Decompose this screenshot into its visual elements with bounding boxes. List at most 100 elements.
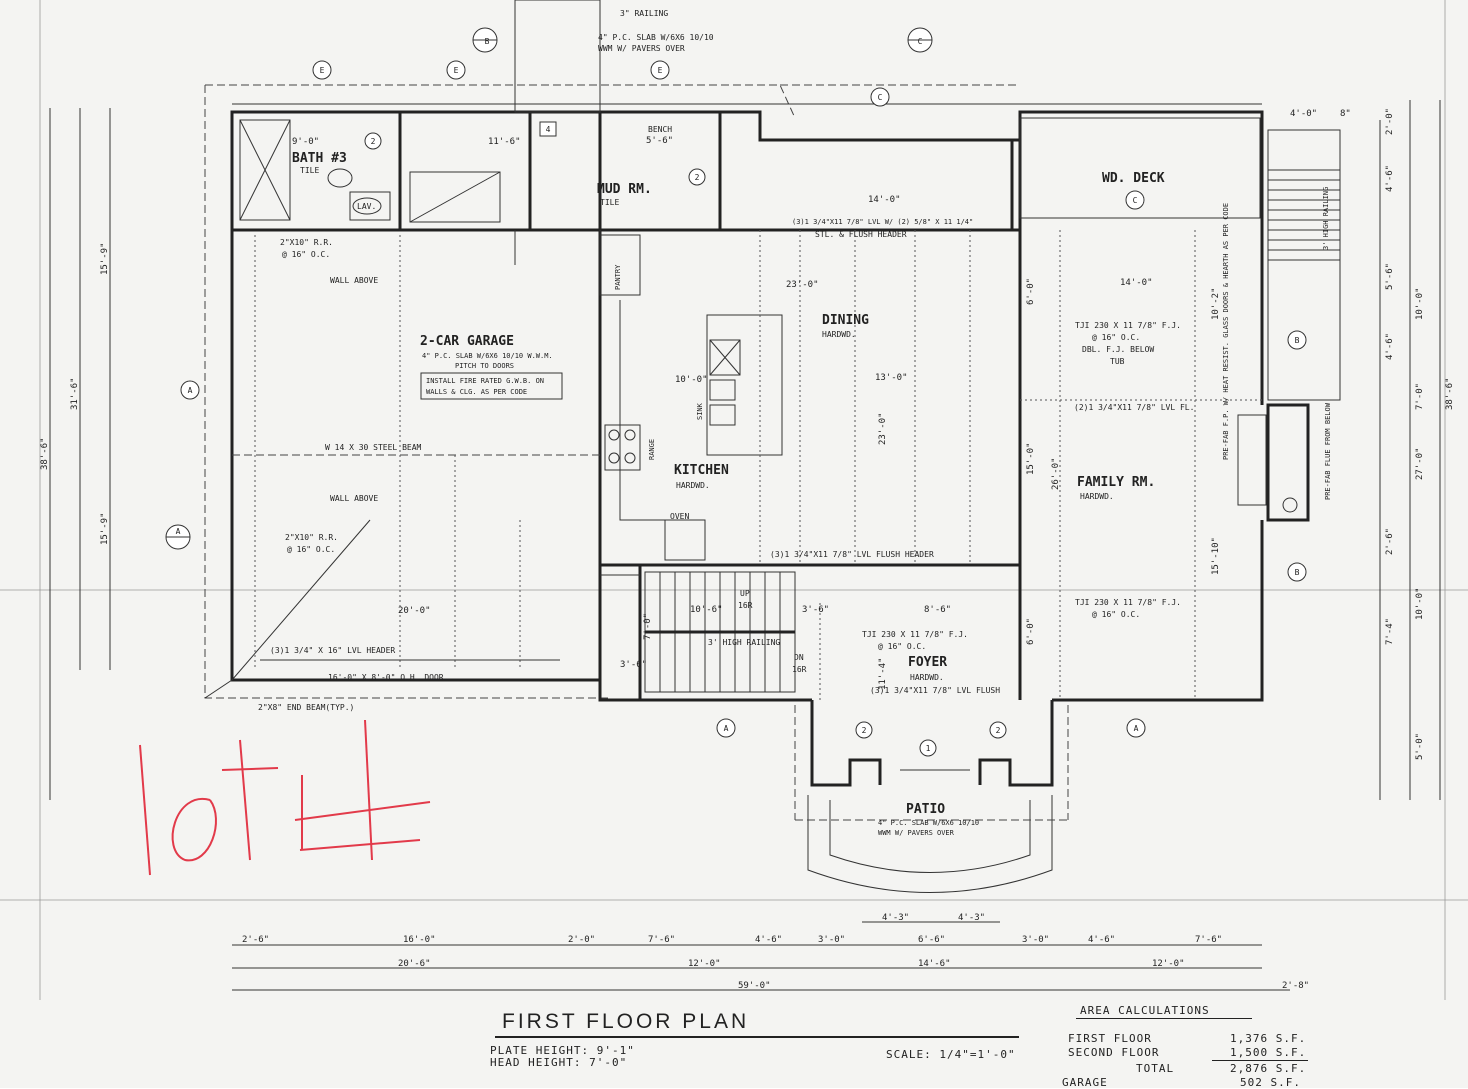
dim-right-8: 7'-4": [1385, 618, 1395, 645]
patio-note-2: WWM W/ PAVERS OVER: [878, 829, 955, 837]
dim-int-4: 23'-0": [878, 412, 888, 445]
area-row-value-3: 502 S.F.: [1240, 1076, 1301, 1089]
patio-note-1: 4" P.C. SLAB W/6X6 10/10: [878, 819, 979, 827]
dim-int-11: 8'-6": [924, 605, 951, 615]
rr-label-2b: @ 16" O.C.: [287, 545, 335, 554]
dim-right-9: 5'-0": [1415, 733, 1425, 760]
garage-fire-note-2: WALLS & CLG. AS PER CODE: [426, 388, 527, 396]
dim-int-2: 10'-0": [675, 375, 708, 385]
rear-slab-note-1: 4" P.C. SLAB W/6X6 10/10: [598, 33, 714, 42]
dim-top-2: 5'-6": [646, 136, 673, 146]
room-patio: PATIO: [906, 802, 945, 817]
stair-up-risers: 16R: [738, 601, 753, 610]
room-bath: BATH #3: [292, 151, 347, 166]
kitchen-fixtures: [604, 300, 783, 561]
area-total-rule: [1212, 1060, 1308, 1061]
area-row-value-1: 1,500 S.F.: [1230, 1046, 1307, 1059]
garage-fire-note-1: INSTALL FIRE RATED G.W.B. ON: [426, 377, 544, 385]
dim-right-0: 2'-0": [1385, 108, 1395, 135]
tji-family-1: TJI 230 X 11 7/8" F.J.: [1075, 321, 1181, 330]
dim-b1-0: 2'-6": [242, 935, 269, 945]
detail-b-2: B: [1295, 568, 1300, 577]
area-row-value-0: 1,376 S.F.: [1230, 1032, 1307, 1045]
family-floor: HARDWD.: [1080, 492, 1114, 501]
dim-right: 2'-8": [1282, 981, 1309, 991]
dim-int-0: 23'-0": [786, 280, 819, 290]
dim-int-9: 10'-6": [690, 605, 723, 615]
dim-int-14: 7'-0": [643, 613, 653, 640]
detail-ab-label: A: [176, 527, 181, 536]
plan-scale: SCALE: 1/4"=1'-0": [886, 1048, 1016, 1061]
dim-right-outer: 38'-6": [1445, 377, 1455, 410]
area-heading-underline: [1076, 1018, 1252, 1019]
dim-top-5: 4'-0": [1290, 109, 1317, 119]
tji-family-2b: @ 16" O.C.: [1092, 610, 1140, 619]
dim-left-mid: 31'-6": [70, 377, 80, 410]
deck-stair: [1267, 129, 1341, 401]
dim-int-13: 6'-0": [1026, 618, 1036, 645]
dim-patio-0: 4'-3": [882, 913, 909, 923]
fireplace-note: PRE-FAB F.P. W/ HEAT RESIST. GLASS DOORS…: [1222, 203, 1230, 460]
stair-dn-risers: 16R: [792, 665, 807, 674]
plan-title-underline: [495, 1036, 1019, 1038]
sheet-grid: [0, 0, 1468, 1000]
labels: B C E E E C C A A A B B A 2 2 2 2 1 4 BA…: [176, 9, 1332, 837]
dimension-lines: [49, 100, 1441, 991]
kitchen-floor: HARDWD.: [676, 481, 710, 490]
dim-int-8: 10'-2": [1211, 287, 1221, 320]
lvl-flush-foyer: (3)1 3/4"X11 7/8" LVL FLUSH: [870, 686, 1000, 695]
garage-structure: [204, 235, 600, 699]
rear-walkway: [514, 0, 601, 265]
flue-note: PRE-FAB FLUE FROM BELOW: [1324, 402, 1332, 500]
section-cb-label: C: [918, 37, 923, 46]
dim-b2-0: 20'-6": [398, 959, 431, 969]
area-row-label-1: SECOND FLOOR: [1068, 1046, 1160, 1059]
dim-left-a: 15'-9": [100, 242, 110, 275]
tji-family-tub: TUB: [1110, 357, 1125, 366]
dim-left-b: 15'-9": [100, 512, 110, 545]
flush-header-label: STL. & FLUSH HEADER: [815, 230, 907, 239]
mud-tile: TILE: [600, 198, 619, 207]
dim-top-6: 8": [1340, 109, 1351, 119]
garage-header-label: (3)1 3/4" X 16" LVL HEADER: [270, 646, 395, 655]
exterior-walls: [230, 110, 1310, 702]
lvl-flush-header: (3)1 3/4"X11 7/8" LVL FLUSH HEADER: [770, 550, 934, 559]
dim-int-12: 6'-0": [1026, 278, 1036, 305]
detail-b-1: B: [1295, 336, 1300, 345]
foyer-floor: HARDWD.: [910, 673, 944, 682]
railing-note: 3" RAILING: [620, 9, 668, 18]
rr-label-1: 2"X10" R.R.: [280, 238, 333, 247]
wall-above-2: WALL ABOVE: [330, 494, 378, 503]
stair-railing: 3' HIGH RAILING: [708, 638, 780, 647]
dim-right-2: 5'-6": [1385, 263, 1395, 290]
range-label: RANGE: [648, 439, 656, 460]
door-tag-2a: 2: [371, 137, 376, 146]
stair-dn: DN: [794, 653, 804, 662]
door-tag-2d: 2: [996, 726, 1001, 735]
room-dining: DINING: [822, 313, 869, 328]
detail-e-3: E: [658, 66, 663, 75]
lav-label: LAV.: [357, 202, 376, 211]
head-height: HEAD HEIGHT: 7'-0": [490, 1056, 628, 1069]
wall-above-1: WALL ABOVE: [330, 276, 378, 285]
detail-c-2: C: [1133, 196, 1138, 205]
tji-family-2: TJI 230 X 11 7/8" F.J.: [1075, 598, 1181, 607]
lvl-top-label: (3)1 3/4"X11 7/8" LVL W/ (2) 5/8" X 11 1…: [792, 218, 973, 226]
tji-foyer-b: @ 16" O.C.: [878, 642, 926, 651]
dim-b1-5: 3'-0": [818, 935, 845, 945]
dim-right-5: 7'-0": [1415, 383, 1425, 410]
dim-top-0: 9'-0": [292, 137, 319, 147]
pantry-label: PANTRY: [614, 264, 622, 290]
dim-b1-4: 4'-6": [755, 935, 782, 945]
door-tag-1: 1: [926, 744, 931, 753]
area-row-value-2: 2,876 S.F.: [1230, 1062, 1307, 1075]
dim-int-7: 15'-10": [1211, 537, 1221, 575]
tji-foyer: TJI 230 X 11 7/8" F.J.: [862, 630, 968, 639]
rr-label-1b: @ 16" O.C.: [282, 250, 330, 259]
detail-e-1: E: [320, 66, 325, 75]
dim-top-3: 14'-0": [868, 195, 901, 205]
dim-right-27: 27'-0": [1415, 447, 1425, 480]
dining-floor: HARDWD.: [822, 330, 856, 339]
